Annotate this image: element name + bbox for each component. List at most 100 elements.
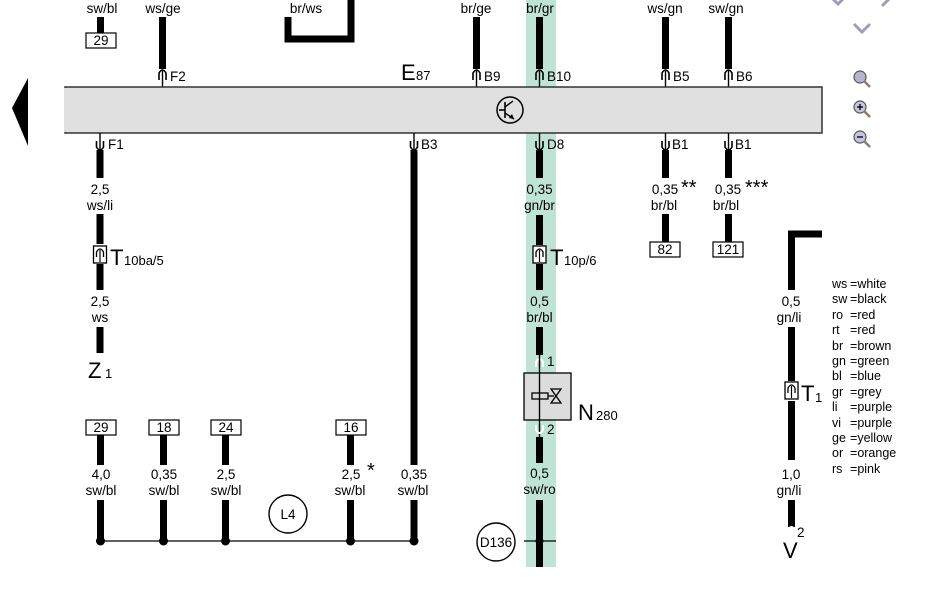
legend-row: gr= grey — [832, 385, 896, 400]
pan-up-right-button[interactable] — [880, 0, 900, 15]
top-wire-sw-bl[interactable]: sw/bl 29 — [85, 1, 118, 49]
legend-code: gn — [832, 354, 846, 369]
legend-code: vi — [832, 415, 842, 430]
magnifier-icon — [853, 70, 871, 88]
note-marker: * — [367, 460, 375, 482]
wire-color-label: ws/li — [86, 198, 113, 213]
pin-label: B6 — [736, 69, 753, 84]
wire-size-label: 2,5 — [91, 294, 110, 309]
legend-equals: = — [850, 431, 858, 446]
component-z1[interactable]: Z 1 — [88, 358, 112, 383]
wire-b3[interactable] — [410, 150, 418, 465]
connector-name: T — [801, 381, 814, 406]
legend-equals: = — [850, 292, 858, 307]
svg-text:E: E — [401, 60, 416, 85]
ground-wire-29[interactable]: 29 4,0 sw/bl — [85, 419, 117, 546]
top-wire-br-gr[interactable]: br/gr B10 — [526, 1, 571, 87]
zoom-out-icon — [853, 130, 871, 148]
connector-sub: 1 — [815, 390, 822, 405]
legend-meaning: white — [857, 277, 887, 291]
svg-text:87: 87 — [416, 68, 430, 83]
wire-d8-n280[interactable]: 0,35 gn/br 0,5 br/bl — [524, 150, 555, 355]
legend-row: sw= black — [832, 292, 896, 307]
connector-t1[interactable]: T 1 — [784, 381, 822, 406]
legend-meaning: red — [857, 307, 876, 322]
zoom-out-button[interactable] — [852, 129, 874, 156]
wire-b1-121[interactable]: 0,35 *** br/bl 121 — [712, 150, 769, 258]
legend-meaning: green — [857, 354, 890, 369]
ground-wire-16[interactable]: 16 2,5 * sw/bl — [335, 419, 375, 546]
component-v[interactable]: 2 V — [783, 525, 805, 563]
zoom-in-button[interactable] — [852, 99, 874, 126]
ground-wire-24[interactable]: 24 2,5 sw/bl — [210, 419, 242, 546]
component-sub: 280 — [596, 408, 618, 423]
top-wire-br-ws[interactable]: br/ws — [284, 0, 355, 43]
legend-code: bl — [832, 369, 842, 384]
legend-row: bl= blue — [832, 369, 896, 384]
legend-row: rs= pink — [832, 462, 896, 477]
pin-b3[interactable]: B3 — [409, 133, 438, 152]
top-wire-ws-ge[interactable]: ws/ge F2 — [144, 1, 186, 87]
legend-row: ge= yellow — [832, 431, 896, 446]
pin-label: B3 — [421, 137, 438, 152]
pin-label: B5 — [673, 69, 690, 84]
pin-d8[interactable]: D8 — [535, 133, 564, 152]
wire-f1-z1[interactable]: 2,5 ws/li 2,5 ws — [86, 150, 113, 353]
component-n280-valve[interactable]: 1 2 N 280 — [523, 354, 618, 437]
pin-label: B1 — [735, 137, 752, 152]
legend-meaning: blue — [857, 369, 881, 384]
wire-color-label: sw/bl — [87, 1, 118, 16]
wire-t1-v[interactable]: 0,5 gn/li 1,0 gn/li — [777, 230, 822, 535]
wire-color-label: ws/ge — [144, 1, 180, 16]
legend-equals: = — [850, 277, 858, 291]
legend-equals: = — [850, 384, 858, 399]
wire-n280-d136[interactable]: 0,5 sw/ro — [523, 437, 556, 567]
legend-row: or= orange — [832, 446, 896, 461]
pan-up-left-icon — [831, 0, 845, 7]
pin-label: D8 — [547, 137, 564, 152]
terminal-box-label: 16 — [343, 420, 358, 435]
connector-t10ba[interactable]: T 10ba/5 — [92, 245, 164, 270]
pan-down-button[interactable] — [852, 21, 872, 40]
ground-wire-b3[interactable]: 0,35 sw/bl — [398, 467, 429, 546]
wire-color-label: sw/ro — [523, 482, 555, 497]
wire-color-label: br/bl — [713, 198, 739, 213]
legend-code: ro — [832, 307, 844, 322]
connector-t10p[interactable]: T 10p/6 — [532, 245, 597, 270]
legend-equals: = — [850, 354, 858, 369]
wire-color-label: sw/gn — [708, 1, 743, 16]
zoom-fit-button[interactable] — [852, 69, 874, 96]
pin-b1-b[interactable]: B1 — [724, 133, 752, 152]
wire-size-label: 0,35 — [401, 467, 427, 482]
terminal-box-label: 18 — [156, 420, 171, 435]
pin-label: F1 — [108, 137, 124, 152]
legend-meaning: grey — [857, 384, 882, 399]
pin-b1-a[interactable]: B1 — [661, 133, 689, 152]
ground-point-l4[interactable]: L4 — [268, 494, 308, 534]
svg-text:L4: L4 — [280, 507, 296, 522]
legend-equals: = — [850, 400, 858, 415]
note-marker: *** — [745, 177, 769, 199]
previous-page-button[interactable] — [10, 78, 30, 153]
wire-b1-82[interactable]: 0,35 ** br/bl 82 — [649, 150, 697, 258]
pan-up-left-button[interactable] — [828, 0, 848, 15]
connector-name: T — [110, 245, 123, 270]
ground-point-d136[interactable]: D136 — [476, 522, 516, 562]
legend-meaning: black — [857, 292, 887, 307]
control-unit-e87[interactable] — [64, 86, 823, 134]
top-wire-ws-gn[interactable]: ws/gn B5 — [646, 1, 690, 87]
legend-row: ws= white — [832, 277, 896, 292]
terminal-box-label: 24 — [218, 420, 234, 435]
wire-color-label: sw/bl — [335, 483, 366, 498]
wire-color-label: gn/br — [524, 198, 555, 213]
pin-f1[interactable]: F1 — [95, 133, 124, 152]
legend-equals: = — [850, 338, 858, 353]
top-wire-br-ge[interactable]: br/ge B9 — [461, 1, 501, 87]
legend-equals: = — [850, 446, 858, 461]
legend-code: sw — [832, 292, 848, 307]
ground-wire-18[interactable]: 18 0,35 sw/bl — [148, 419, 180, 546]
wire-size-label: 0,5 — [782, 294, 801, 309]
top-wire-sw-gn[interactable]: sw/gn B6 — [708, 1, 753, 87]
